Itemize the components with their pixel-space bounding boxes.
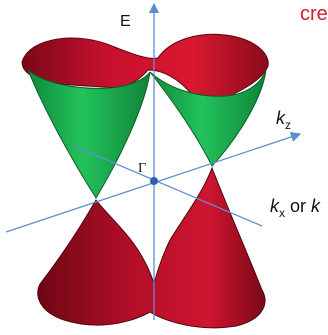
gamma-point-label: Γ	[138, 161, 146, 176]
upper-band-red-cap	[21, 33, 269, 105]
energy-axis-label: E	[120, 13, 131, 30]
upper-band-green-cone-right	[149, 69, 267, 167]
kz-axis-label: kz	[276, 108, 291, 132]
upper-band-green-cone-left	[27, 69, 151, 199]
cropped-heading-text: cre	[300, 3, 328, 25]
kx-axis	[73, 145, 263, 227]
lower-band-red-surface	[37, 166, 266, 329]
kx-axis-label: kx or k	[270, 196, 321, 220]
gamma-point-dot	[150, 177, 158, 185]
